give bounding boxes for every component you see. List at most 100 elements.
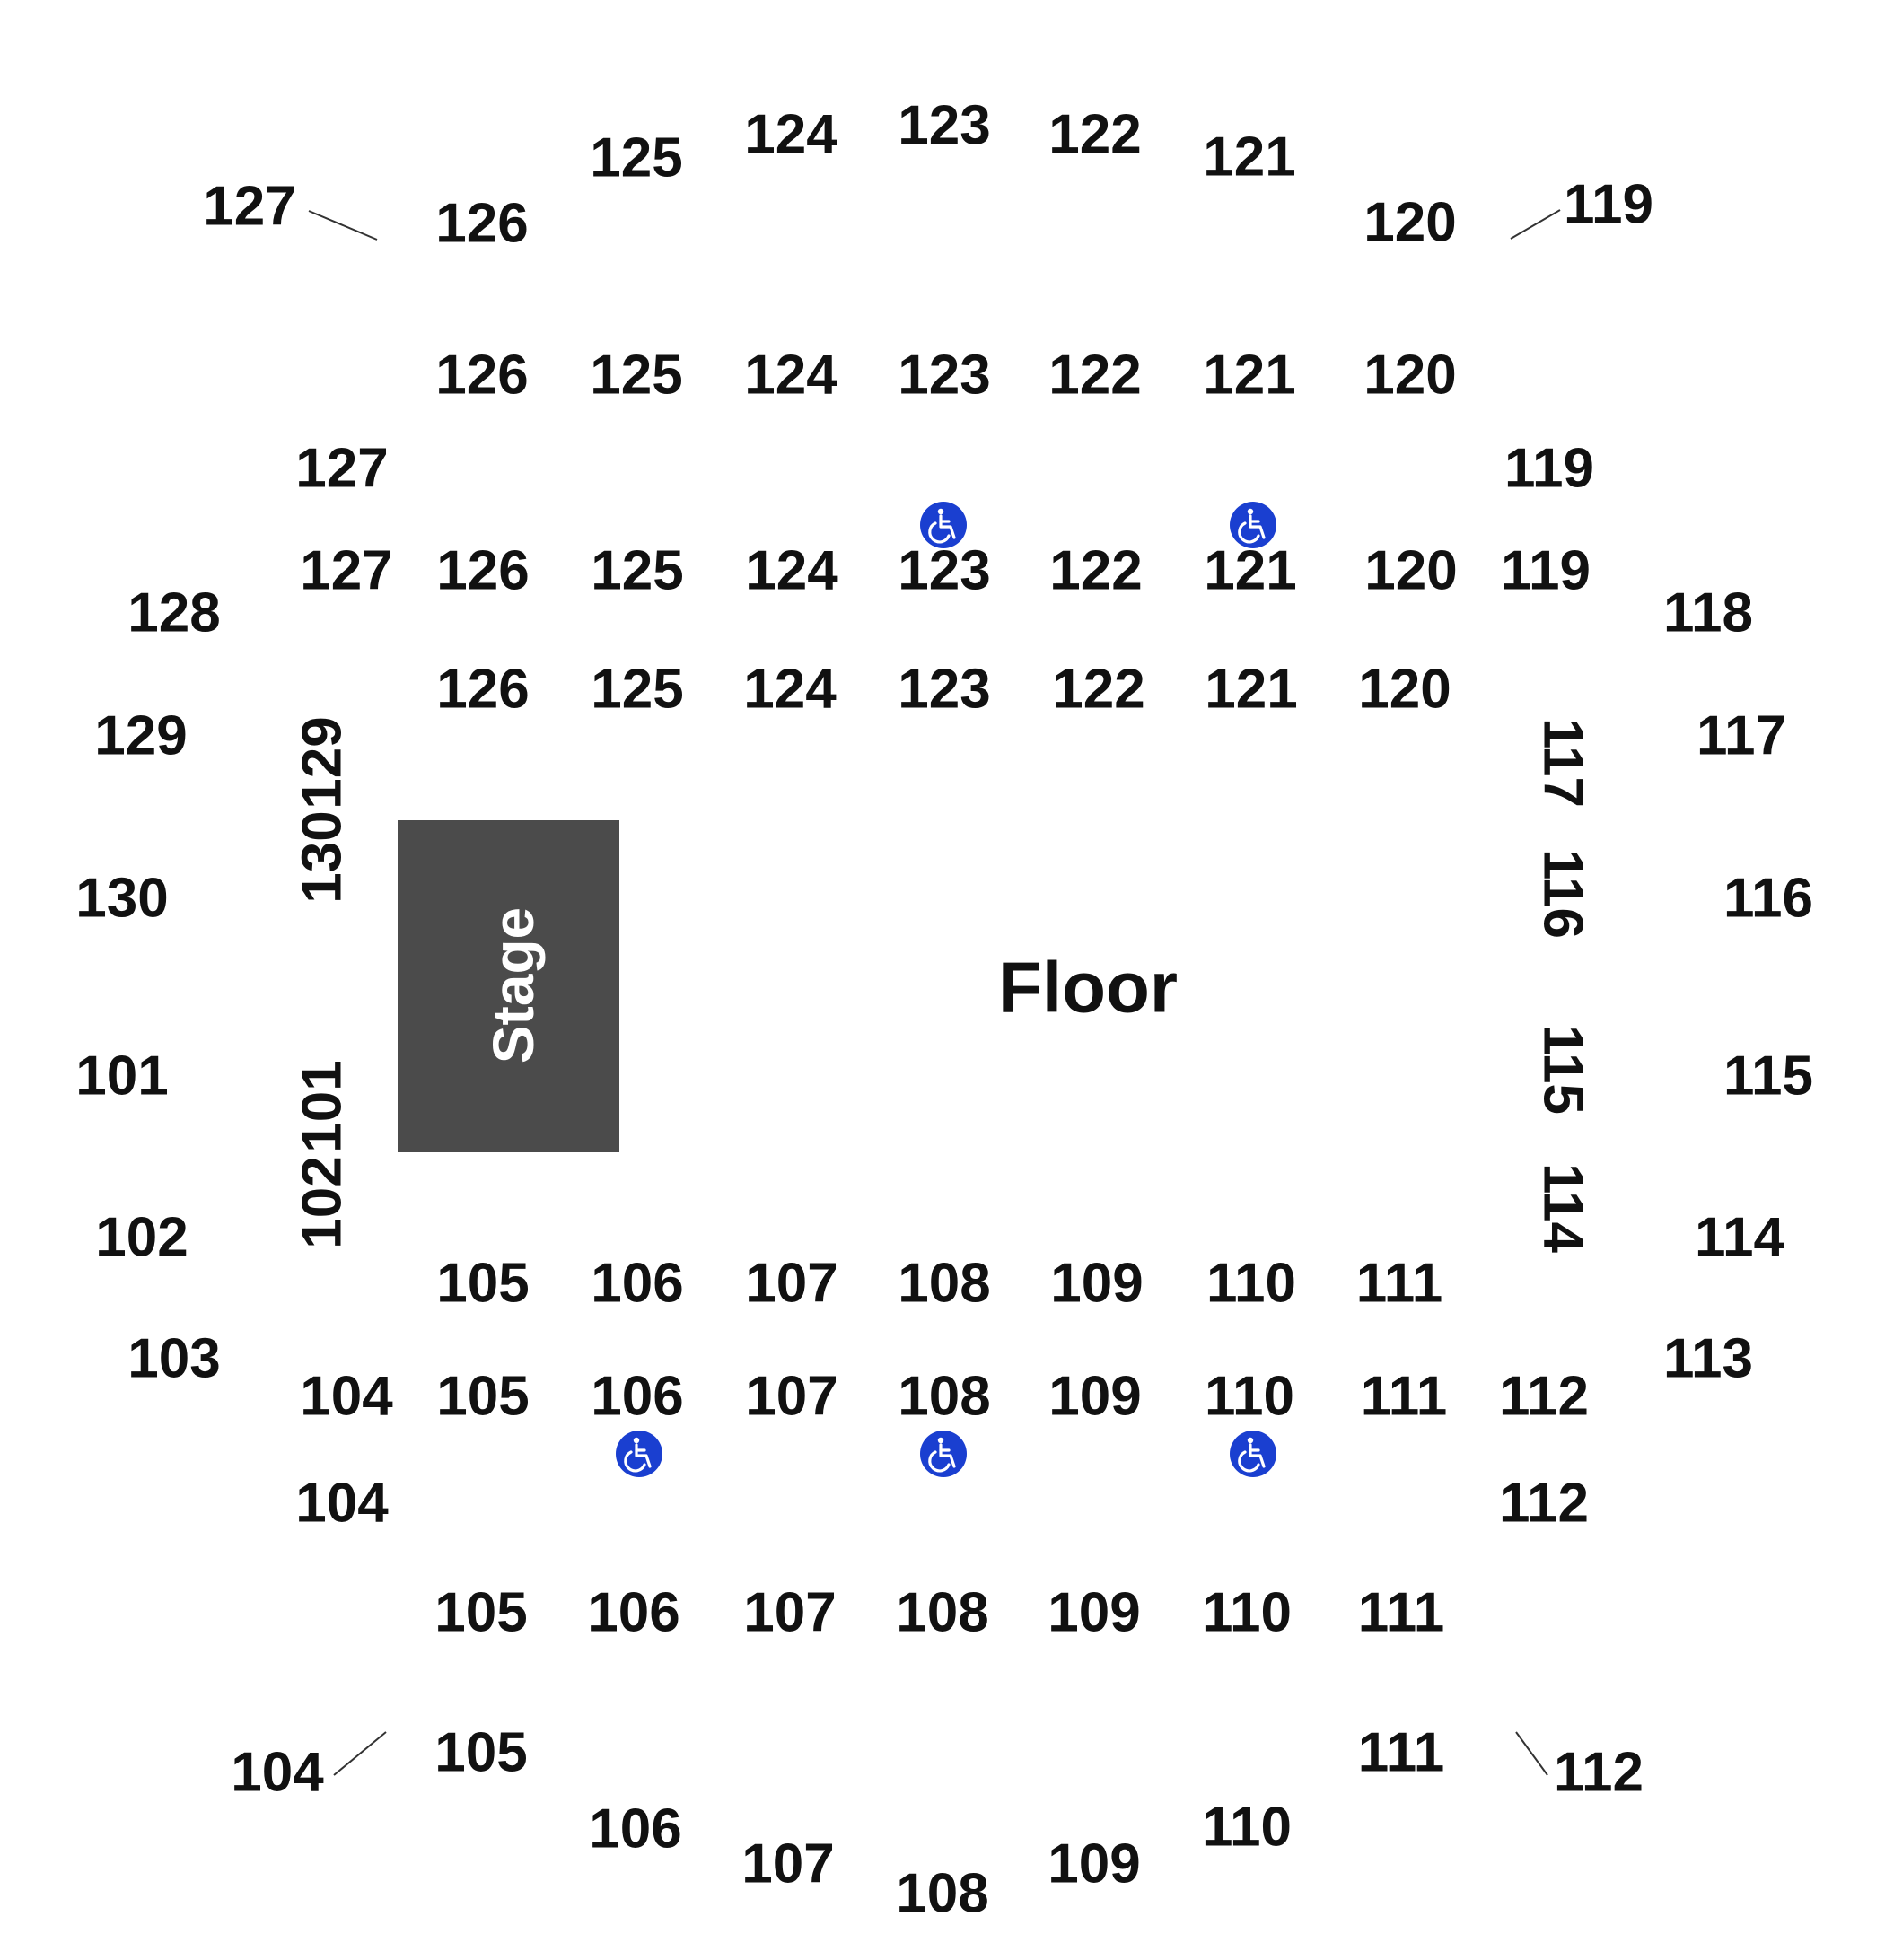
section-label[interactable]: 118 [1663,582,1753,644]
section-label[interactable]: 106 [591,1366,683,1428]
leader-line [1510,209,1561,240]
section-label[interactable]: 119 [1504,438,1594,500]
section-label[interactable]: 122 [1049,540,1142,602]
section-label[interactable]: 108 [898,1253,990,1315]
section-label[interactable]: 110 [1205,1366,1294,1428]
section-label[interactable]: 101 [292,1060,354,1152]
section-label[interactable]: 105 [434,1582,527,1644]
section-label[interactable]: 127 [300,540,392,602]
section-label[interactable]: 110 [1202,1797,1292,1859]
section-label[interactable]: 124 [744,104,837,166]
section-label[interactable]: 121 [1204,540,1296,602]
section-label[interactable]: 121 [1203,345,1295,407]
section-label[interactable]: 119 [1564,174,1653,236]
leader-line [1515,1731,1548,1776]
section-label[interactable]: 120 [1363,345,1456,407]
section-label[interactable]: 110 [1202,1582,1292,1644]
section-label[interactable]: 110 [1206,1253,1296,1315]
floor-label[interactable]: Floor [998,948,1178,1028]
section-label[interactable]: 105 [436,1366,529,1428]
section-label[interactable]: 119 [1501,540,1591,602]
section-label[interactable]: 103 [127,1328,220,1390]
section-label[interactable]: 125 [591,540,683,602]
section-label[interactable]: 111 [1358,1582,1445,1644]
section-label[interactable]: 116 [1723,868,1813,930]
section-label[interactable]: 109 [1050,1253,1143,1315]
stage [398,820,619,1152]
section-label[interactable]: 106 [591,1253,683,1315]
section-label[interactable]: 130 [75,868,168,930]
section-label[interactable]: 127 [295,438,388,500]
section-label[interactable]: 111 [1358,1722,1445,1784]
section-label[interactable]: 120 [1363,192,1456,254]
section-label[interactable]: 109 [1048,1833,1140,1895]
section-label[interactable]: 109 [1048,1582,1140,1644]
section-label[interactable]: 127 [203,176,295,238]
section-label[interactable]: 121 [1203,127,1295,188]
section-label[interactable]: 111 [1361,1366,1448,1428]
section-label[interactable]: 105 [436,1253,529,1315]
section-label[interactable]: 120 [1364,540,1457,602]
section-label[interactable]: 109 [1048,1366,1141,1428]
accessible-seating-icon [616,1431,662,1477]
section-label[interactable]: 126 [435,345,528,407]
section-label[interactable]: 122 [1048,104,1141,166]
section-label[interactable]: 117 [1696,705,1786,767]
section-label[interactable]: 108 [898,1366,990,1428]
section-label[interactable]: 124 [743,659,837,721]
section-label[interactable]: 122 [1052,659,1144,721]
section-label[interactable]: 111 [1356,1253,1443,1315]
accessible-seating-icon [920,502,967,548]
section-label[interactable]: 106 [587,1582,679,1644]
section-label[interactable]: 108 [896,1863,988,1925]
section-label[interactable]: 107 [743,1582,836,1644]
section-label[interactable]: 102 [95,1207,188,1269]
section-label[interactable]: 128 [127,582,220,644]
section-label[interactable]: 107 [745,1253,837,1315]
section-label[interactable]: 104 [231,1742,324,1804]
leader-line [308,210,378,241]
section-label[interactable]: 125 [590,127,682,189]
section-label[interactable]: 126 [436,540,529,602]
section-label[interactable]: 124 [745,540,838,602]
section-label[interactable]: 107 [741,1833,834,1895]
section-label[interactable]: 112 [1499,1473,1589,1535]
section-label[interactable]: 116 [1532,849,1594,939]
section-label[interactable]: 101 [75,1046,168,1107]
section-label[interactable]: 125 [591,659,683,721]
section-label[interactable]: 105 [434,1722,527,1784]
stage-label: Stage [481,907,546,1063]
section-label[interactable]: 123 [898,540,990,602]
section-label[interactable]: 126 [435,193,528,255]
section-label[interactable]: 114 [1695,1207,1785,1269]
section-label[interactable]: 112 [1499,1366,1589,1428]
section-label[interactable]: 108 [896,1582,988,1644]
section-label[interactable]: 123 [898,95,990,157]
section-label[interactable]: 125 [590,345,682,407]
section-label[interactable]: 122 [1048,345,1141,407]
section-label[interactable]: 114 [1532,1163,1594,1254]
section-label[interactable]: 129 [292,716,354,809]
section-label[interactable]: 124 [744,345,837,407]
section-label[interactable]: 104 [300,1366,393,1428]
section-label[interactable]: 121 [1205,659,1297,721]
section-label[interactable]: 115 [1723,1046,1813,1107]
section-label[interactable]: 113 [1663,1328,1753,1390]
section-label[interactable]: 123 [898,345,990,407]
leader-line [333,1731,387,1776]
section-label[interactable]: 123 [898,659,990,721]
section-label[interactable]: 102 [292,1156,354,1248]
section-label[interactable]: 115 [1532,1025,1594,1115]
section-label[interactable]: 107 [745,1366,837,1428]
section-label[interactable]: 117 [1532,718,1594,808]
section-label[interactable]: 129 [94,705,187,767]
section-label[interactable]: 126 [436,659,529,721]
section-label[interactable]: 130 [292,810,354,903]
section-label[interactable]: 120 [1358,659,1451,721]
section-label[interactable]: 112 [1554,1742,1644,1804]
section-label[interactable]: 106 [589,1798,681,1860]
section-label[interactable]: 104 [295,1473,389,1535]
accessible-seating-icon [1230,502,1276,548]
